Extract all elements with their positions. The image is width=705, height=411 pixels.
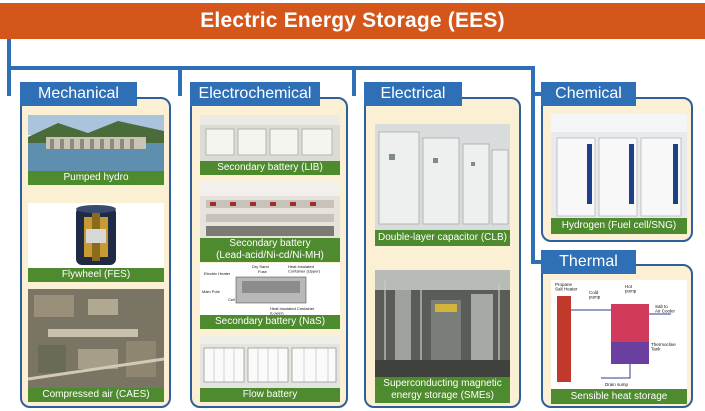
header-label: Electrical [380,85,446,102]
thermal-label-drain-sump: Drain sump [605,382,629,387]
item-caes: Compressed air (CAES) [28,289,164,402]
smes-lab-photo [375,270,510,377]
nas-cell-diagram: Dry Sand Fuse Electric Heater Heat Insul… [200,263,340,315]
item-caption: Secondary battery (LIB) [200,161,340,175]
item-nas: Dry Sand Fuse Electric Heater Heat Insul… [200,263,340,329]
header-mechanical: Mechanical [20,82,137,106]
item-smes: Superconducting magnetic energy storage … [375,270,510,403]
battery-racks-photo [200,115,340,161]
header-label: Electrochemical [198,85,312,102]
mechanical-panel: Pumped hydro Flywheel (FES) [20,97,171,408]
dam-photo [28,115,164,171]
item-caption: Flow battery [200,388,340,402]
item-caption: Superconducting magnetic energy storage … [375,377,510,403]
header-label: Mechanical [38,85,119,102]
header-label: Thermal [559,253,618,270]
capacitor-cabinets-photo [375,124,510,230]
item-caption: Secondary battery (Lead-acid/Ni-cd/Ni-MH… [200,238,340,262]
item-hydrogen: Hydrogen (Fuel cell/SNG) [551,114,687,234]
electrochemical-panel: Secondary battery (LIB) Secondary batter… [190,97,348,408]
flow-battery-containers-photo [200,336,340,388]
item-capacitor: Double-layer capacitor (CLB) [375,124,510,246]
nas-label-electric-heater: Electric Heater [204,271,231,276]
item-caption: Sensible heat storage [551,389,687,404]
header-electrochemical: Electrochemical [190,82,320,106]
flywheel-diagram [28,203,164,268]
item-flywheel: Flywheel (FES) [28,203,164,282]
header-chemical: Chemical [541,82,636,106]
item-lead-acid: Secondary battery (Lead-acid/Ni-cd/Ni-MH… [200,182,340,262]
aerial-site-photo [28,289,164,388]
header-electrical: Electrical [364,82,462,106]
nas-label-heat-insulated-lower: Heat Insulated Container(Lower) [270,306,315,315]
nas-label-fuse: Fuse [258,269,268,274]
item-caption: Compressed air (CAES) [28,388,164,402]
nas-label-dry-sand: Dry Sand [252,264,269,269]
item-caption: Double-layer capacitor (CLB) [375,230,510,246]
nas-label-cell: Cell [228,297,235,302]
item-lib: Secondary battery (LIB) [200,115,340,175]
page-title: Electric Energy Storage (EES) [200,9,505,32]
item-caption: Hydrogen (Fuel cell/SNG) [551,218,687,234]
header-thermal: Thermal [541,250,636,274]
battery-room-photo [200,182,340,238]
header-label: Chemical [555,85,622,102]
title-banner: Electric Energy Storage (EES) [0,3,705,39]
nas-label-main-pole: Main Pole [202,289,221,294]
fuel-cell-cabinets-photo [551,114,687,218]
item-pumped-hydro: Pumped hydro [28,115,164,185]
chemical-panel: Hydrogen (Fuel cell/SNG) [541,97,693,242]
electrical-panel: Double-layer capacitor (CLB) Superconduc… [364,97,521,408]
item-flow-battery: Flow battery [200,336,340,402]
item-caption: Pumped hydro [28,171,164,185]
item-caption: Flywheel (FES) [28,268,164,282]
item-caption: Secondary battery (NaS) [200,315,340,329]
